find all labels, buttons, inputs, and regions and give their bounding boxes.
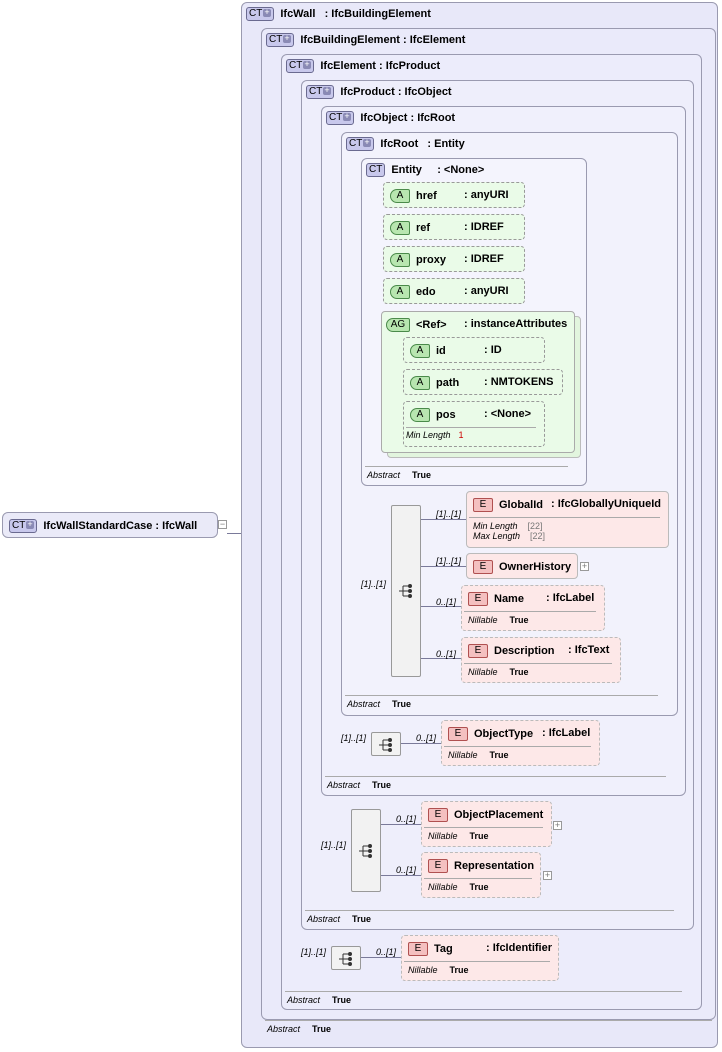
attribute-group-type: : instanceAttributes: [464, 318, 568, 330]
collapse-icon[interactable]: −: [218, 519, 227, 529]
element-cardinality: 0..[1]: [416, 733, 437, 743]
attribute-icon: A: [410, 408, 430, 422]
sequence-compositor[interactable]: [391, 505, 421, 677]
attribute-icon: A: [390, 285, 410, 299]
element-icon: E: [468, 592, 488, 606]
sequence-icon: [399, 584, 412, 598]
complex-type-icon: CT: [9, 518, 38, 533]
attribute-icon: A: [390, 189, 410, 203]
complex-type-icon: CT: [246, 6, 275, 21]
element-icon: E: [468, 644, 488, 658]
root-element-box[interactable]: CT IfcWallStandardCase : IfcWall: [2, 512, 218, 538]
connector-line: [381, 824, 421, 825]
separator: [305, 910, 674, 911]
type-header-ifcobject: CTIfcObject : IfcRoot: [326, 110, 455, 125]
connector-line: [421, 606, 461, 607]
root-type: : IfcWall: [155, 519, 198, 532]
expand-icon[interactable]: +: [553, 820, 562, 830]
complex-type-icon: CT: [346, 136, 375, 151]
attribute-icon: A: [410, 376, 430, 390]
element-icon: E: [473, 560, 493, 574]
element-cardinality: [1]..[1]: [436, 509, 462, 519]
connector-line: [421, 519, 466, 520]
expand-icon[interactable]: +: [580, 561, 589, 571]
sequence-cardinality: [1]..[1]: [361, 579, 387, 589]
separator: [345, 695, 658, 696]
element-cardinality: 0..[1]: [396, 865, 417, 875]
complex-type-icon: CT: [326, 110, 355, 125]
element-cardinality: 0..[1]: [436, 649, 457, 659]
sequence-cardinality: [1]..[1]: [301, 947, 327, 957]
element-cardinality: 0..[1]: [436, 597, 457, 607]
attribute-icon: A: [410, 344, 430, 358]
attribute-group-label: AG<Ref>: [386, 318, 447, 332]
separator: [325, 776, 666, 777]
sequence-compositor[interactable]: [331, 946, 361, 970]
connector-line: [381, 875, 421, 876]
type-header-ifcwall: CTIfcWall : IfcBuildingElement: [246, 6, 431, 21]
complex-type-icon: CT: [306, 84, 335, 99]
sequence-icon: [359, 844, 372, 858]
connector-line: [421, 658, 461, 659]
connector-line: [401, 743, 441, 744]
element-icon: E: [473, 498, 493, 512]
type-header-ifcroot: CTIfcRoot : Entity: [346, 136, 465, 151]
complex-type-icon: CT: [366, 163, 386, 177]
element-icon: E: [428, 808, 448, 822]
root-name: IfcWallStandardCase: [43, 519, 153, 532]
type-header-ifcproduct: CTIfcProduct : IfcObject: [306, 84, 452, 99]
element-icon: E: [448, 727, 468, 741]
sequence-cardinality: [1]..[1]: [341, 733, 367, 743]
expand-icon[interactable]: +: [543, 870, 552, 880]
connector-line: [361, 957, 401, 958]
connector-line: [421, 566, 466, 567]
sequence-compositor[interactable]: [351, 809, 381, 892]
separator: [365, 466, 568, 467]
type-header-ifcbuildingelement: CTIfcBuildingElement : IfcElement: [266, 32, 465, 47]
root-element-label: CT IfcWallStandardCase : IfcWall: [9, 518, 198, 533]
separator: [265, 1020, 712, 1021]
element-icon: E: [428, 859, 448, 873]
attribute-group-icon: AG: [386, 318, 410, 332]
type-header-ifcelement: CTIfcElement : IfcProduct: [286, 58, 440, 73]
element-icon: E: [408, 942, 428, 956]
complex-type-icon: CT: [286, 58, 315, 73]
attribute-icon: A: [390, 253, 410, 267]
sequence-compositor[interactable]: [371, 732, 401, 756]
element-cardinality: 0..[1]: [376, 947, 397, 957]
complex-type-icon: CT: [266, 32, 295, 47]
attribute-icon: A: [390, 221, 410, 235]
sequence-icon: [339, 952, 352, 966]
sequence-cardinality: [1]..[1]: [321, 840, 347, 850]
element-cardinality: [1]..[1]: [436, 556, 462, 566]
element-cardinality: 0..[1]: [396, 814, 417, 824]
separator: [285, 991, 682, 992]
sequence-icon: [379, 738, 392, 752]
